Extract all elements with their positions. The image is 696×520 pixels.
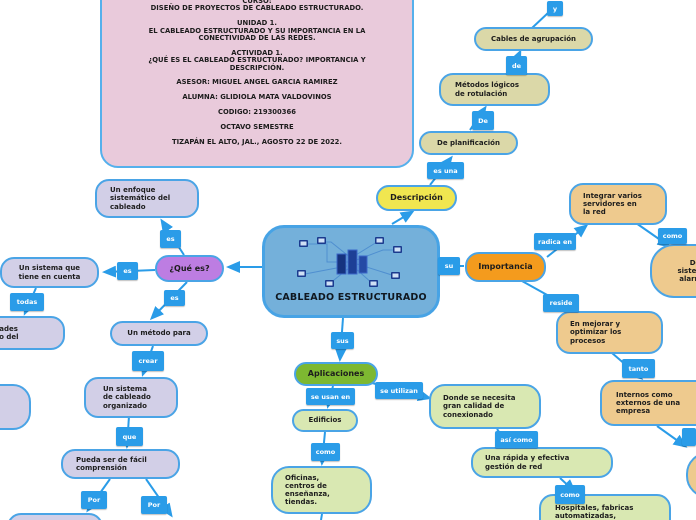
node-importancia[interactable]: Importancia [465, 252, 546, 282]
node-descripcion[interactable]: Descripción [376, 185, 457, 211]
connector-label-como-1[interactable]: como [658, 228, 687, 244]
connector-label-crear[interactable]: crear [132, 351, 164, 371]
connector-label-que[interactable]: que [116, 427, 143, 446]
connector-label-por-2[interactable]: Por [141, 496, 167, 514]
node-clipped-bottom-left[interactable] [7, 513, 103, 520]
node-en-mejorar-procesos[interactable]: En mejorar y optimizar los procesos [556, 311, 663, 354]
central-topic-node[interactable]: CABLEADO ESTRUCTURADO [262, 225, 440, 318]
connector-label-por-1[interactable]: Por [81, 491, 107, 509]
node-un-sistema-que[interactable]: Un sistema que tiene en cuenta [0, 257, 99, 288]
connector-label-De[interactable]: De [472, 111, 494, 130]
connector-label-tanto[interactable]: tanto [622, 359, 655, 378]
connector-label-radica-en[interactable]: radica en [534, 233, 576, 250]
course-info-text: CURSO: DISEÑO DE PROYECTOS DE CABLEADO E… [148, 0, 366, 146]
node-clipped-left-dades[interactable]: necesidades cableado del [0, 316, 65, 350]
node-sistemas-alarmas-clipped[interactable]: De sistemas alarmas [650, 244, 696, 298]
node-clipped-left-middle[interactable] [0, 384, 31, 430]
node-sistema-organizado[interactable]: Un sistema de cableado organizado [84, 377, 178, 418]
connector-label-reside[interactable]: reside [543, 294, 579, 312]
connector-label-se-utilizan[interactable]: se utilizan [375, 382, 423, 399]
connector-label-como-3[interactable]: como [555, 485, 585, 504]
node-pueda-ser-facil[interactable]: Pueda ser de fácil comprensión [61, 449, 180, 479]
network-illustration-icon [297, 237, 402, 287]
connector-label-es-una[interactable]: es una [427, 162, 464, 179]
node-metodos-logicos[interactable]: Métodos lógicos de rotulación [439, 73, 550, 106]
connector-label-asi-como[interactable]: así como [495, 431, 538, 448]
connector-label-de[interactable]: de [506, 56, 527, 75]
connector-label-es-1[interactable]: es [160, 230, 181, 248]
node-hospitales[interactable]: Hospitales, fabricas automatizadas, [539, 494, 671, 520]
connector-label-es-3[interactable]: es [164, 290, 185, 306]
node-integrar-servidores[interactable]: Integrar varios servidores en la red [569, 183, 667, 225]
node-un-enfoque[interactable]: Un enfoque sistemático del cableado [95, 179, 199, 218]
connector-label-todas[interactable]: todas [10, 293, 44, 311]
node-de-planificacion[interactable]: De planificación [419, 131, 518, 155]
node-una-rapida-gestion[interactable]: Una rápida y efectiva gestión de red [471, 447, 613, 478]
node-edificios[interactable]: Edificios [292, 409, 358, 432]
node-internos-externos[interactable]: Internos como externos de una empresa [600, 380, 696, 426]
node-un-metodo-para[interactable]: Un método para [110, 321, 208, 346]
connector-label-y[interactable]: y [547, 1, 563, 16]
connector-label-como-2[interactable]: como [311, 443, 340, 461]
node-oficinas[interactable]: Oficinas, centros de enseñanza, tiendas. [271, 466, 372, 514]
connector-label-su[interactable]: su [438, 257, 460, 275]
central-topic-title: CABLEADO ESTRUCTURADO [275, 292, 427, 303]
course-info-node[interactable]: CURSO: DISEÑO DE PROYECTOS DE CABLEADO E… [100, 0, 414, 168]
connector-label-clipped[interactable] [682, 428, 696, 446]
connector-label-es-2[interactable]: es [117, 262, 138, 280]
node-que-es[interactable]: ¿Qué es? [155, 255, 224, 282]
node-donde-se-necesita[interactable]: Donde se necesita gran calidad de conexi… [429, 384, 541, 429]
connector-label-se-usan-en[interactable]: se usan en [306, 388, 355, 405]
node-aplicaciones[interactable]: Aplicaciones [294, 362, 378, 386]
node-cables-de-agrupacion[interactable]: Cables de agrupación [474, 27, 593, 51]
connector-label-sus[interactable]: sus [331, 332, 354, 349]
